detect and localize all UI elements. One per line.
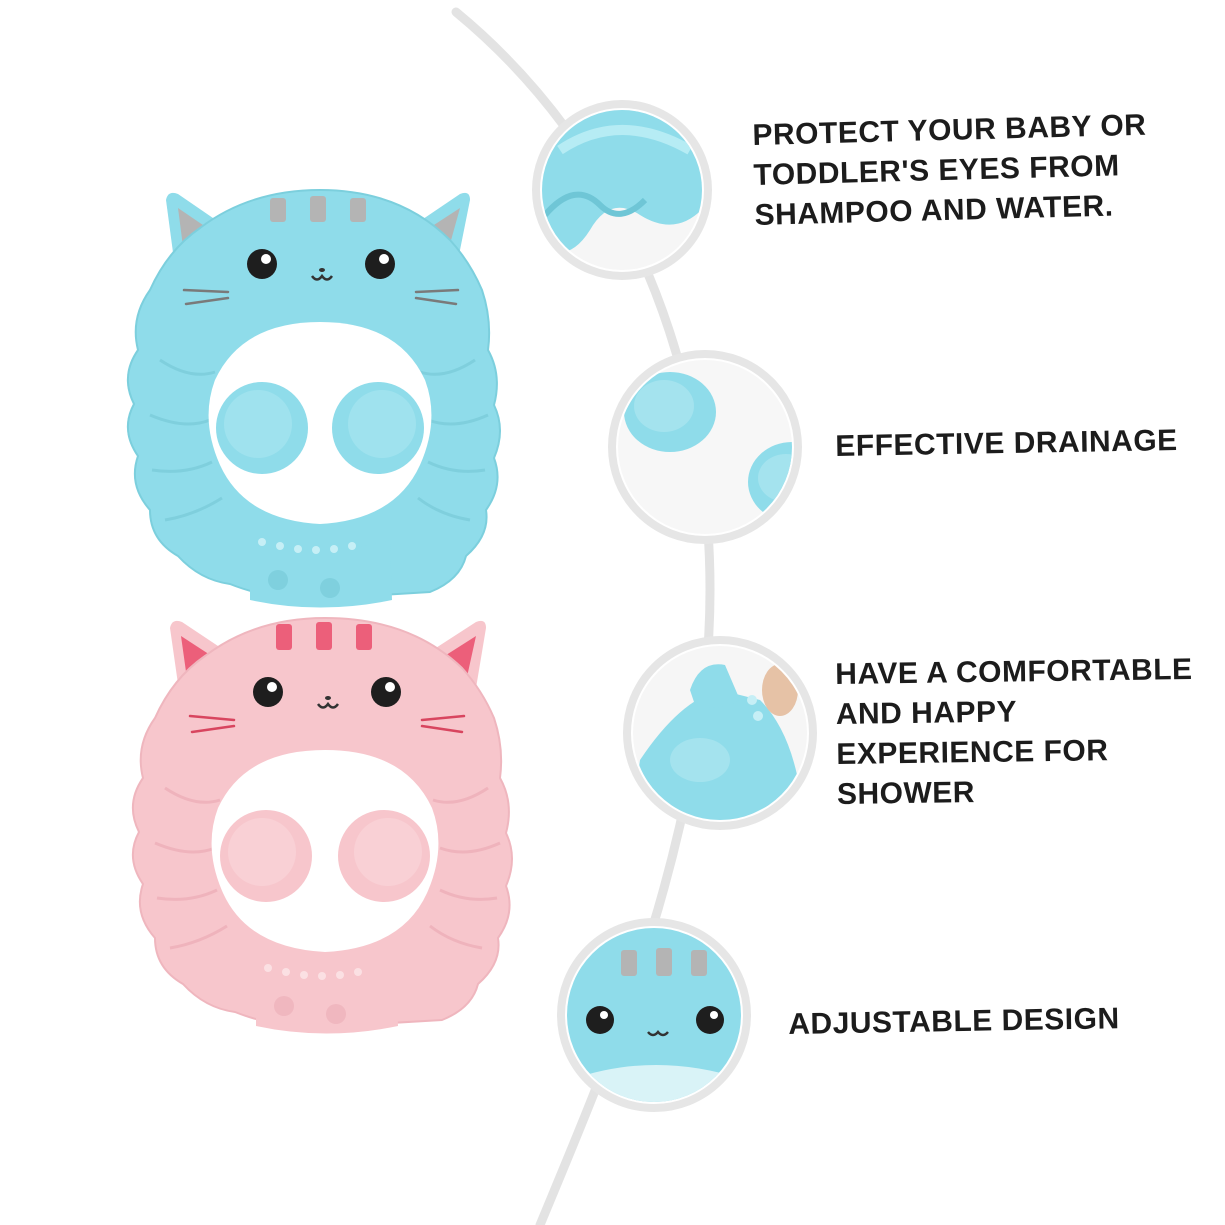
detail-circle-eye-protection xyxy=(532,100,712,280)
feature-adjustable-text: ADJUSTABLE DESIGN xyxy=(788,1002,1120,1041)
detail-circle-adjustable xyxy=(557,918,751,1112)
blue-cat-cap xyxy=(127,188,501,608)
detail-circle-drainage xyxy=(608,350,802,544)
detail-circle-comfort xyxy=(623,636,817,830)
feature-drainage-text: EFFECTIVE DRAINAGE xyxy=(835,424,1178,463)
pink-cat-cap xyxy=(132,616,513,1034)
feature-comfort-text: HAVE A COMFORTABLE AND HAPPY EXPERIENCE … xyxy=(835,653,1193,811)
feature-eye-protection-text: PROTECT YOUR BABY OR TODDLER'S EYES FROM… xyxy=(752,108,1147,232)
